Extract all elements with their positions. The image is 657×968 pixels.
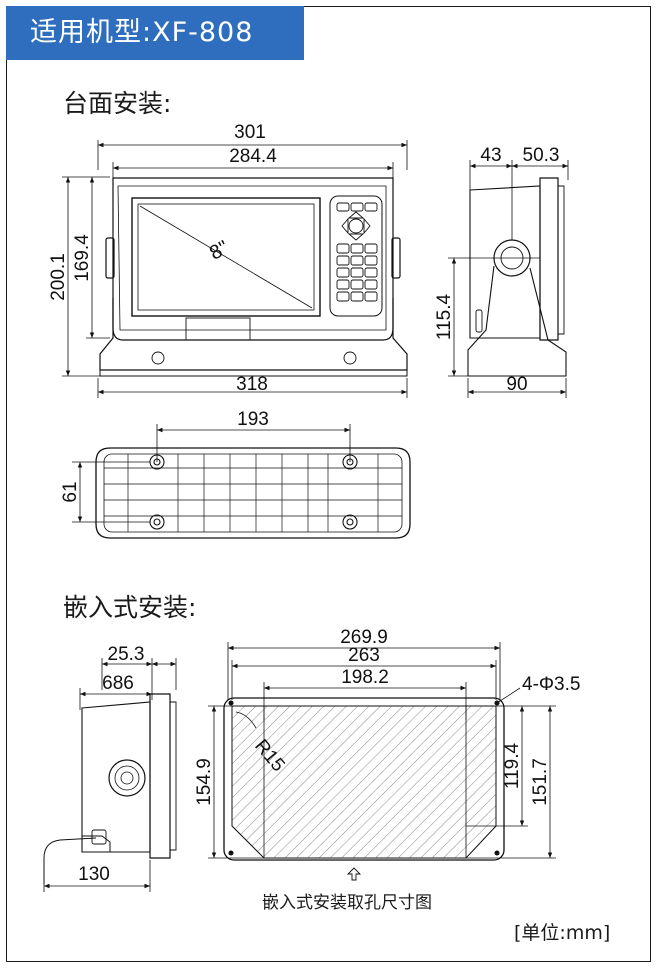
cutout-caption: 嵌入式安装取孔尺寸图 bbox=[262, 893, 432, 913]
dim-flush-bottom: 130 bbox=[78, 864, 110, 885]
dim-cutout-inner-width: 198.2 bbox=[341, 667, 389, 688]
dim-cutout-width: 263 bbox=[348, 645, 380, 666]
model-title-bar: 适用机型:XF-808 bbox=[6, 6, 304, 60]
dim-mounting-hole: 4-Φ3.5 bbox=[522, 674, 580, 695]
page-frame bbox=[6, 6, 651, 962]
dim-cutout-outer-height: 154.9 bbox=[194, 758, 215, 806]
dim-base-depth: 90 bbox=[506, 374, 527, 395]
dim-total-height: 200.1 bbox=[48, 253, 69, 301]
flush-side-view bbox=[43, 658, 177, 892]
flush-mount-heading: 嵌入式安装: bbox=[63, 593, 197, 622]
dim-cutout-height: 151.7 bbox=[530, 758, 551, 806]
unit-label: [单位:mm] bbox=[514, 922, 611, 944]
dim-body-height: 169.4 bbox=[72, 234, 93, 282]
side-view bbox=[448, 160, 569, 398]
dim-base-width: 318 bbox=[236, 374, 268, 395]
bottom-view bbox=[72, 424, 411, 539]
dim-depth-1: 43 bbox=[480, 145, 501, 166]
dim-depth-2: 50.3 bbox=[523, 145, 560, 166]
dim-flush-top-1: 25.3 bbox=[108, 644, 145, 665]
dim-total-width: 301 bbox=[234, 122, 266, 143]
dim-hole-spacing-y: 61 bbox=[60, 481, 81, 502]
dim-hole-spacing-x: 193 bbox=[237, 409, 269, 430]
dim-cutout-inner-height: 119.4 bbox=[502, 743, 523, 790]
front-view bbox=[62, 140, 408, 398]
dim-cutout-outer-width: 269.9 bbox=[340, 627, 388, 648]
screen-size-label: 8" bbox=[206, 237, 232, 265]
cutout-view bbox=[208, 642, 556, 881]
dim-body-width: 284.4 bbox=[229, 146, 277, 167]
desktop-mount-heading: 台面安装: bbox=[63, 89, 172, 118]
dim-flush-top-2: 686 bbox=[102, 673, 134, 694]
dim-bracket-height: 115.4 bbox=[434, 294, 455, 341]
